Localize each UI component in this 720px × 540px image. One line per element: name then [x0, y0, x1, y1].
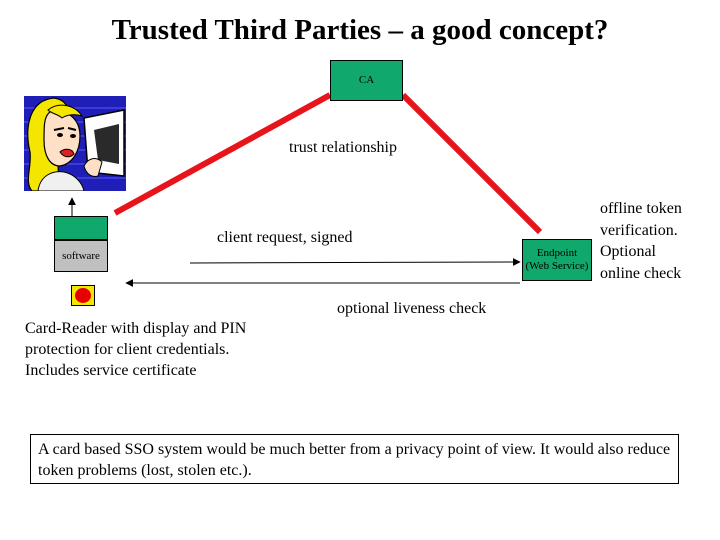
endpoint-node: Endpoint (Web Service)	[522, 239, 592, 281]
endpoint-sublabel: (Web Service)	[525, 260, 589, 272]
reader-note-line: Includes service certificate	[25, 362, 197, 379]
trust-line-right	[400, 92, 543, 235]
trust-relationship-label: trust relationship	[289, 139, 397, 156]
privacy-note-box: A card based SSO system would be much be…	[30, 434, 679, 484]
offline-note-line: online check	[600, 264, 682, 282]
pin-indicator-dot	[75, 288, 91, 303]
woman-at-computer-illustration	[24, 96, 126, 191]
ca-node: CA	[330, 60, 403, 101]
privacy-note-text: A card based SSO system would be much be…	[38, 441, 671, 479]
ca-label: CA	[358, 74, 375, 86]
reader-note-line: Card-Reader with display and PIN	[25, 320, 247, 337]
trust-line-left	[113, 92, 332, 216]
offline-note-line: Optional	[600, 243, 656, 260]
offline-verification-note: offline token verification. Optional onl…	[600, 198, 682, 284]
pin-indicator	[71, 285, 95, 306]
reader-note-line: protection for client credentials.	[25, 341, 230, 358]
endpoint-label: Endpoint	[536, 247, 578, 259]
software-label: software	[62, 249, 100, 262]
client-request-label: client request, signed	[217, 229, 353, 246]
card-reader-note: Card-Reader with display and PIN protect…	[25, 318, 246, 381]
card-reader-top	[54, 216, 108, 240]
request-arrow	[189, 258, 521, 267]
page-title: Trusted Third Parties – a good concept?	[111, 14, 609, 46]
offline-note-line: offline token	[600, 200, 682, 217]
offline-note-line: verification.	[600, 221, 678, 239]
software-node: software	[54, 240, 108, 272]
liveness-check-label: optional liveness check	[337, 300, 487, 317]
